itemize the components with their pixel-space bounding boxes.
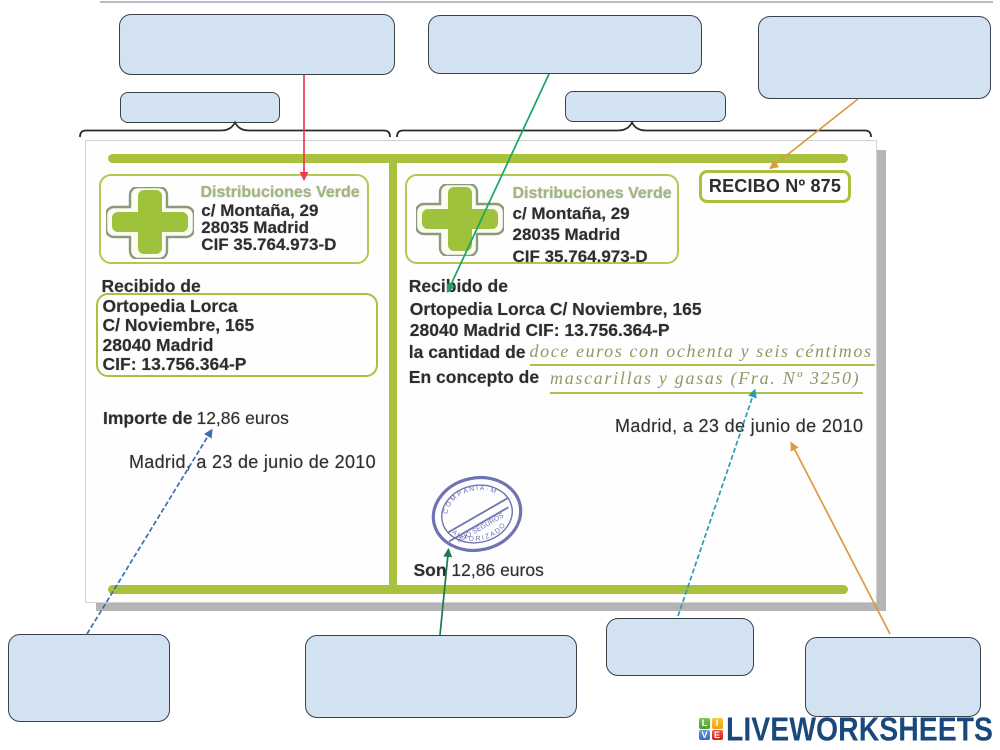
- svg-text:LIVEWORKSHEETS: LIVEWORKSHEETS: [726, 712, 993, 749]
